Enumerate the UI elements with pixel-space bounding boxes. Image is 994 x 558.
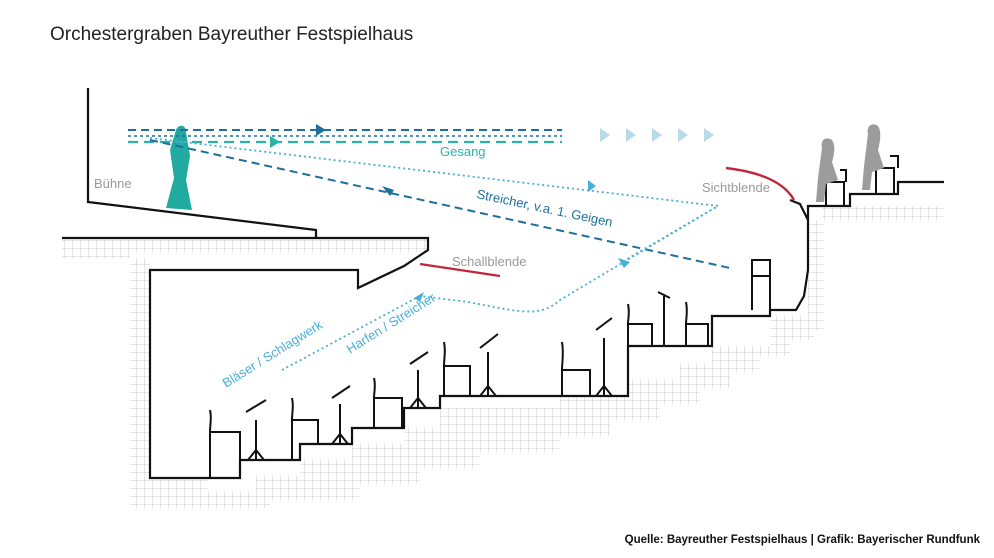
sichtblende-line [725,166,796,201]
page-title: Orchestergraben Bayreuther Festspielhaus [50,24,414,45]
masonry-hatch [62,206,944,508]
sichtblende-label: Sichtblende [702,180,770,195]
singer-figure-icon [166,125,192,210]
schallblende-line [419,262,501,278]
harfen-label: Harfen / Streicher [344,289,439,356]
harfen-sound-path [149,137,721,371]
gesang-sound-path [128,136,562,148]
streicher-sound-path [128,124,731,269]
audience-icon [816,124,884,202]
streicher-label: Streicher, v.a. 1. Geigen [475,186,614,229]
gesang-label: Gesang [440,144,486,159]
schallblende-label: Schallblende [452,254,526,269]
fade-chevrons [600,128,714,142]
buehne-label: Bühne [94,176,132,191]
blaeser-label: Bläser / Schlagwerk [220,317,326,391]
stage-structure [62,88,430,480]
pit-floor-steps [208,198,810,480]
orchestra-chairs [209,155,899,478]
source-credit: Quelle: Bayreuther Festspielhaus | Grafi… [624,534,980,546]
auditorium-steps [806,180,944,220]
